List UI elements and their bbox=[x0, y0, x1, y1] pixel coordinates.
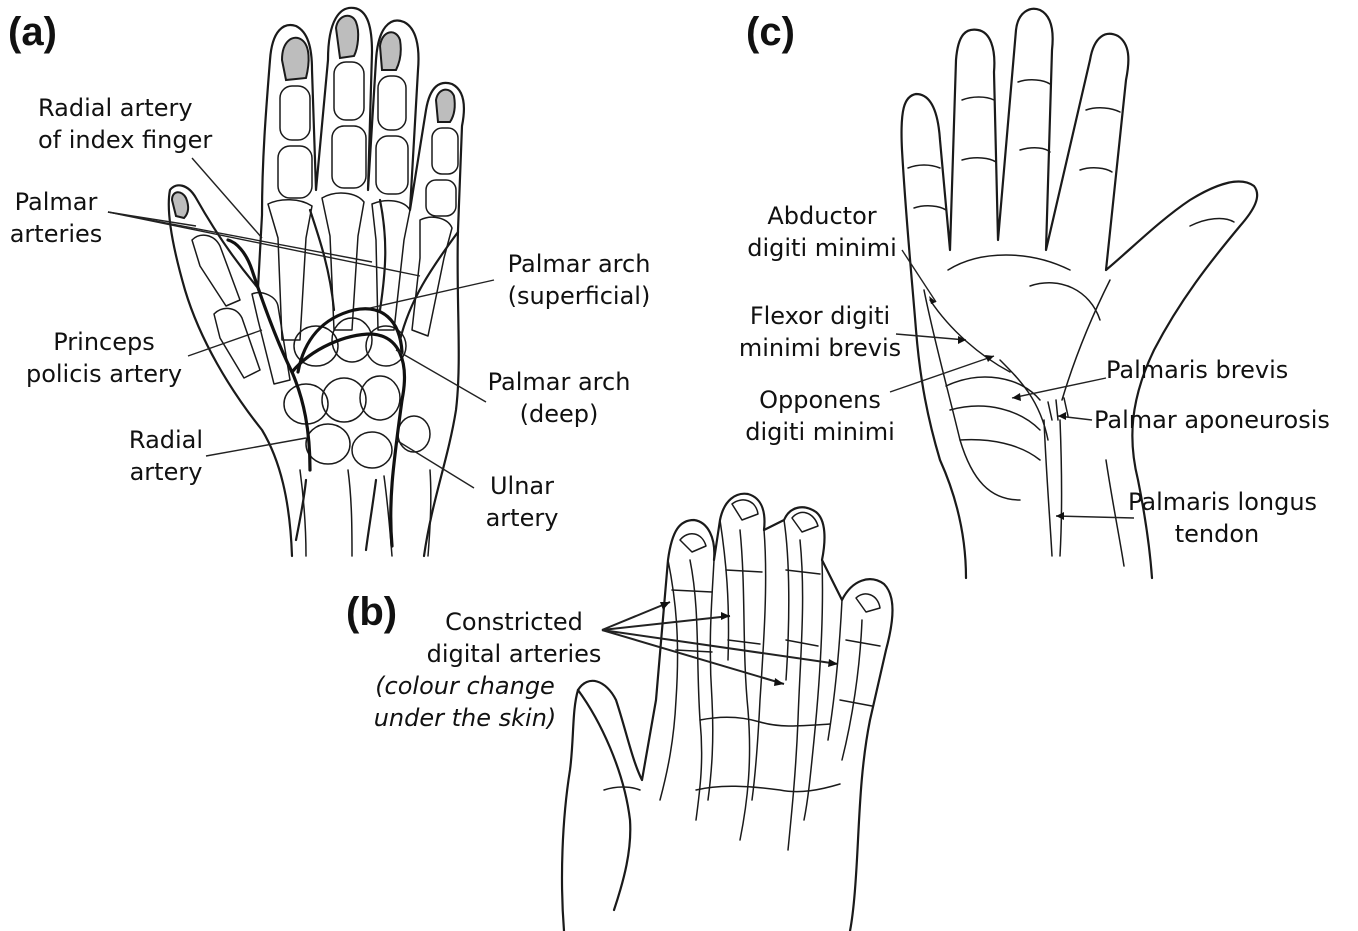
label-line: (colour change bbox=[375, 672, 555, 700]
label-flexor-digiti-minimi-brevis: Flexor digiti minimi brevis bbox=[730, 300, 910, 364]
label-abductor-digiti-minimi: Abductor digiti minimi bbox=[734, 200, 910, 264]
label-constricted-digital-arteries: Constricted digital arteries bbox=[414, 606, 614, 670]
label-line: artery bbox=[485, 504, 559, 532]
label-line: under the skin) bbox=[373, 704, 557, 732]
panel-b-arrowheads bbox=[660, 602, 838, 686]
label-palmar-arch-superficial: Palmar arch (superficial) bbox=[494, 248, 664, 312]
label-line: tendon bbox=[1174, 520, 1260, 548]
label-palmaris-brevis: Palmaris brevis bbox=[1106, 356, 1289, 384]
panel-c-leader-lines bbox=[889, 249, 1135, 519]
label-line: digiti minimi bbox=[747, 234, 897, 262]
label-ulnar-artery: Ulnar artery bbox=[474, 470, 570, 534]
label-line: digital arteries bbox=[426, 640, 602, 668]
label-line: Palmaris longus bbox=[1128, 488, 1318, 516]
label-line: Ulnar bbox=[489, 472, 555, 500]
label-palmar-arch-deep: Palmar arch (deep) bbox=[474, 366, 644, 430]
label-line: Radial bbox=[128, 426, 204, 454]
label-line: Palmar arch bbox=[507, 250, 651, 278]
label-palmaris-longus-tendon: Palmaris longus tendon bbox=[1128, 486, 1318, 550]
label-line: minimi brevis bbox=[738, 334, 902, 362]
label-line: Constricted bbox=[445, 608, 583, 636]
label-line: Palmar arch bbox=[487, 368, 631, 396]
label-line: digiti minimi bbox=[745, 418, 895, 446]
label-line: Princeps bbox=[53, 328, 155, 356]
label-line: Opponens bbox=[759, 386, 881, 414]
label-line: (deep) bbox=[519, 400, 599, 428]
panel-label-b: (b) bbox=[346, 590, 398, 634]
label-line: Palmar bbox=[14, 188, 98, 216]
label-line: policis artery bbox=[25, 360, 183, 388]
label-line: artery bbox=[129, 458, 203, 486]
label-colour-change: (colour change under the skin) bbox=[370, 670, 560, 734]
label-line: arteries bbox=[9, 220, 103, 248]
panel-b-drawing bbox=[560, 492, 894, 931]
label-line: (superficial) bbox=[507, 282, 651, 310]
panel-c-arrowheads bbox=[929, 296, 1066, 520]
label-palmar-aponeurosis: Palmar aponeurosis bbox=[1094, 406, 1330, 434]
label-line: Abductor bbox=[767, 202, 877, 230]
label-princeps-policis-artery: Princeps policis artery bbox=[14, 326, 194, 390]
label-line: Flexor digiti bbox=[749, 302, 891, 330]
label-line: Radial artery bbox=[38, 94, 193, 122]
panel-a-leader-lines bbox=[107, 157, 495, 489]
label-line: of index finger bbox=[38, 126, 213, 154]
label-radial-artery-index-finger: Radial artery of index finger bbox=[38, 92, 212, 156]
label-opponens-digiti-minimi: Opponens digiti minimi bbox=[734, 384, 906, 448]
panel-a-drawing bbox=[167, 6, 465, 558]
panel-label-c: (c) bbox=[746, 10, 795, 54]
panel-label-a: (a) bbox=[8, 10, 57, 54]
label-radial-artery: Radial artery bbox=[114, 424, 218, 488]
label-palmar-arteries: Palmar arteries bbox=[0, 186, 112, 250]
panel-b-arrows bbox=[601, 601, 839, 685]
